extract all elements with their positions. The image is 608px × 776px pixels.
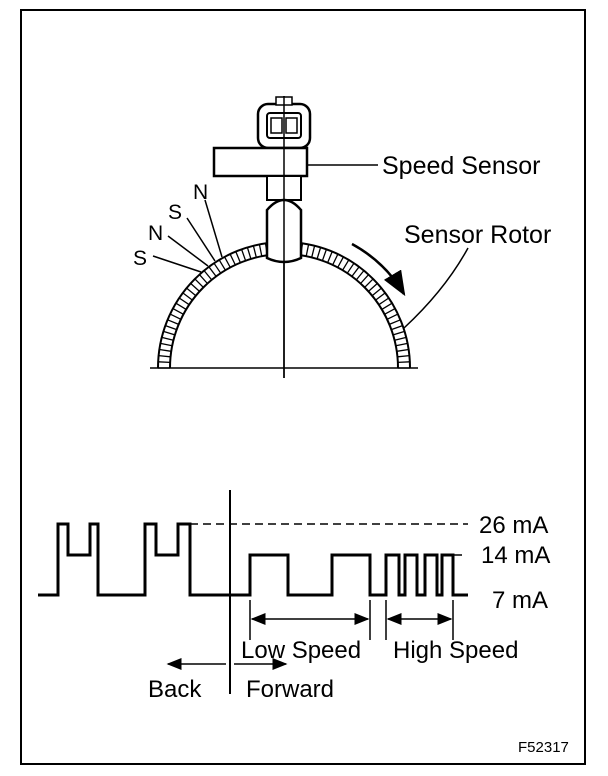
rotor-tooth [384,308,396,315]
rotor-tooth [396,348,409,352]
sensor-rotor-label: Sensor Rotor [404,221,551,249]
rotor-tooth [175,302,187,310]
high-speed-label: High Speed [393,637,518,664]
rotor-tooth [224,256,231,268]
figure-id-label: F52317 [518,739,569,756]
rotor-tooth [386,313,399,320]
speed-sensor-label: Speed Sensor [382,152,540,180]
rotor-tooth [161,336,174,341]
rotor-tooth [395,342,408,347]
rotor-tooth [252,245,257,258]
rotor-tooth [167,319,179,326]
rotor-tooth [337,256,344,268]
pole-label-s2: S [168,201,182,224]
rotor-tooth [186,287,197,297]
back-label: Back [148,676,202,703]
rotor-tooth [368,282,378,292]
rotor-tooth [159,348,172,352]
rotor-tooth [375,292,386,301]
rotor-tooth [321,249,328,261]
rotor-tooth [305,244,310,257]
pole-leader-s1 [152,255,202,273]
rotor-tooth [389,319,401,326]
rotor-tooth [332,253,339,266]
rotor-tooth [378,297,390,306]
rotor-tooth [342,259,350,271]
rotor-tooth [158,361,171,364]
rotor-tooth [163,330,176,336]
rotor-tooth [360,274,370,284]
current-waveform [38,522,468,597]
rotor-tooth [194,278,204,288]
forward-label: Forward [246,676,334,703]
rotor-tooth [172,308,184,315]
rotor-tooth [160,342,173,347]
rotor-tooth [397,361,410,364]
pole-leader-n2 [204,199,223,258]
rotor-tooth [203,270,213,281]
rotor-tooth [392,330,405,336]
rotor-tooth [381,302,393,310]
pole-label-n1: N [148,222,163,245]
rotor-tooth [158,354,171,358]
rotor-tooth [246,247,252,260]
sensor-rotor-leader [403,247,469,329]
connector-pin [285,117,298,134]
rotor-tooth [165,324,177,331]
rotor-tooth [190,282,200,292]
pole-leader-s2 [186,217,216,262]
rotor-tooth [311,245,316,258]
rotor-tooth [258,244,263,257]
rotor-tooth [351,266,360,277]
rotor-tooth [178,297,190,306]
frame [20,9,586,765]
pole-label-s1: S [133,247,147,270]
rotor-tooth [198,274,208,284]
rotor-tooth [229,253,236,266]
rotor-tooth [364,278,374,288]
pole-leader-n1 [167,235,209,267]
rotor-tooth [391,324,403,331]
rotor-tooth [218,259,226,271]
rotor-tooth [371,287,382,297]
low-speed-label: Low Speed [241,637,361,664]
rotor-tooth [240,249,247,261]
rotation-arrow [351,242,406,297]
rotor-tooth [394,336,407,341]
connector-pin [270,117,283,134]
rotor-tooth [235,251,242,263]
rotor-tooth [397,354,410,358]
rotor-tooth [182,292,193,301]
rotor-tooth [316,247,322,260]
rotor-tooth [326,251,333,263]
rotor-tooth [169,313,182,320]
current-26ma-label: 26 mA [479,512,548,539]
rotor-tooth [346,262,355,274]
current-14ma-label: 14 mA [481,542,550,569]
pole-label-n2: N [193,181,208,204]
rotor-tooth [213,262,222,274]
sensor-flange [212,146,309,178]
rotor-tooth [355,270,365,281]
current-7ma-label: 7 mA [492,587,548,614]
speed-sensor [212,96,312,264]
rotor-tooth [208,266,217,277]
